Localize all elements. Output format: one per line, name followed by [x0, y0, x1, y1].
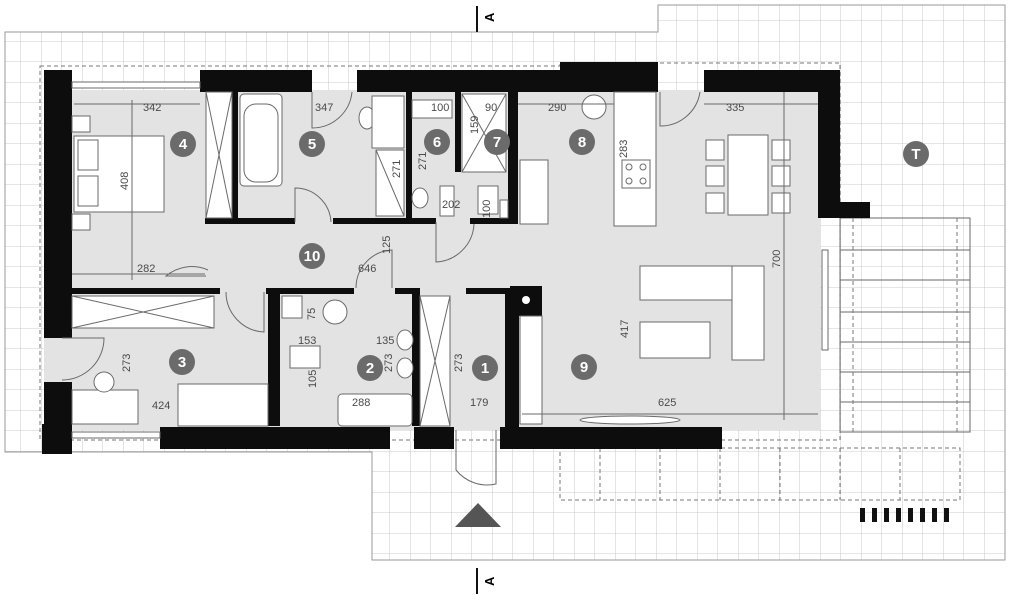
- dim-424: 424: [152, 400, 170, 412]
- dim-125: 125: [381, 236, 393, 254]
- dim-273-a: 273: [121, 354, 133, 372]
- dimension-labels: 342 408 282 347 271 100 271 90 159 202 1…: [119, 102, 783, 412]
- room-marker-5[interactable]: 5: [299, 131, 325, 157]
- dim-273-c: 273: [453, 354, 465, 372]
- terrace-slats: [559, 217, 971, 501]
- section-label-top: A: [482, 12, 497, 22]
- room-marker-terrace[interactable]: T: [903, 141, 929, 167]
- dim-646: 646: [358, 263, 376, 275]
- dim-417: 417: [619, 320, 631, 338]
- room-marker-9[interactable]: 9: [571, 354, 597, 380]
- dim-700: 700: [771, 250, 783, 268]
- dim-202: 202: [442, 199, 460, 211]
- dim-283: 283: [618, 140, 630, 158]
- furniture: [71, 91, 791, 427]
- dim-282: 282: [137, 263, 155, 275]
- dimension-lines: [72, 92, 818, 420]
- dim-347: 347: [315, 102, 333, 114]
- room-marker-7[interactable]: 7: [484, 129, 510, 155]
- dim-271-b: 271: [417, 152, 429, 170]
- entrance-steps: [860, 508, 949, 522]
- room-marker-4[interactable]: 4: [170, 131, 196, 157]
- dim-153: 153: [298, 335, 316, 347]
- room-number-3: 3: [178, 354, 186, 371]
- room-number-10: 10: [304, 248, 321, 265]
- dim-105: 105: [307, 370, 319, 388]
- interior-walls: [70, 88, 542, 428]
- room-number-4: 4: [179, 136, 188, 153]
- room-number-7: 7: [493, 134, 501, 151]
- dim-273-b: 273: [383, 354, 395, 372]
- room-number-8: 8: [578, 134, 586, 151]
- dim-625: 625: [658, 397, 676, 409]
- dim-100-b: 100: [481, 200, 493, 218]
- section-label-bottom: A: [482, 576, 497, 586]
- room-marker-3[interactable]: 3: [169, 349, 195, 375]
- dim-100-a: 100: [431, 102, 449, 114]
- room-marker-6[interactable]: 6: [424, 129, 450, 155]
- dim-342: 342: [143, 102, 161, 114]
- dim-90: 90: [485, 102, 497, 114]
- room-marker-10[interactable]: 10: [299, 243, 325, 269]
- room-number-terrace: T: [911, 146, 920, 163]
- entrance-arrow: [455, 503, 501, 527]
- room-number-5: 5: [308, 136, 316, 153]
- exterior-walls: [42, 62, 870, 454]
- dim-290: 290: [548, 102, 566, 114]
- dim-271-a: 271: [391, 160, 403, 178]
- room-marker-8[interactable]: 8: [569, 129, 595, 155]
- room-number-6: 6: [433, 134, 441, 151]
- dim-288: 288: [352, 397, 370, 409]
- room-number-2: 2: [366, 360, 374, 377]
- room-marker-2[interactable]: 2: [357, 355, 383, 381]
- section-marker-top: A: [476, 6, 497, 32]
- dim-159: 159: [469, 116, 481, 134]
- dim-135: 135: [376, 335, 394, 347]
- dim-335: 335: [726, 102, 744, 114]
- dim-179: 179: [470, 397, 488, 409]
- doors: [61, 81, 829, 486]
- room-number-9: 9: [580, 359, 588, 376]
- dim-408: 408: [119, 172, 131, 190]
- section-marker-bottom: A: [476, 568, 497, 594]
- room-markers: 4 5 6 7 8 10 3 2: [169, 129, 929, 381]
- room-marker-1[interactable]: 1: [472, 355, 498, 381]
- room-number-1: 1: [481, 360, 489, 377]
- dim-75: 75: [306, 308, 318, 320]
